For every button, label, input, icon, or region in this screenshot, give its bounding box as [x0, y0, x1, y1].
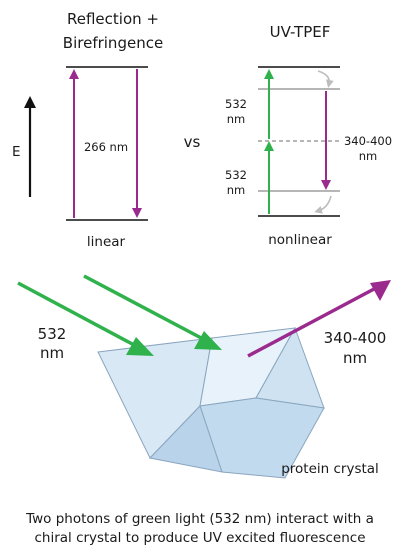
- left-transition-label: 266 nm: [84, 140, 128, 154]
- right-energy-panel: UV-TPEF 532 nm 532 nm 340-400 nm nonline…: [225, 23, 392, 248]
- incoming-label-value: 532: [38, 325, 67, 343]
- right-lower-relaxation-arrow: [314, 195, 332, 214]
- left-energy-panel: Reflection + Birefringence E 266 nm line…: [12, 10, 163, 250]
- outgoing-label-unit: nm: [343, 349, 367, 367]
- incoming-beam-1-head: [126, 337, 154, 356]
- energy-axis-label: E: [12, 144, 21, 160]
- incoming-label-unit: nm: [40, 344, 64, 362]
- right-upper-photon-unit: nm: [227, 112, 246, 126]
- right-lower-photon-unit: nm: [227, 183, 246, 197]
- versus-label: vs: [184, 133, 201, 151]
- left-caption: linear: [87, 234, 126, 250]
- protein-crystal-shape: [97, 326, 325, 479]
- outgoing-beam: [247, 287, 375, 358]
- caption-line-1: Two photons of green light (532 nm) inte…: [25, 511, 374, 527]
- outgoing-label-value: 340-400: [324, 329, 387, 347]
- left-title-line1: Reflection +: [67, 10, 159, 28]
- right-emission-unit: nm: [359, 149, 378, 163]
- right-upper-photon-value: 532: [225, 97, 247, 111]
- crystal-label: protein crystal: [281, 461, 379, 477]
- incoming-beam-1: [17, 281, 137, 348]
- right-title: UV-TPEF: [270, 23, 331, 41]
- left-title-line2: Birefringence: [63, 34, 163, 52]
- right-caption: nonlinear: [268, 232, 332, 248]
- incoming-beam-2-head: [194, 331, 222, 350]
- incoming-beam-2: [83, 274, 206, 342]
- caption-line-2: chiral crystal to produce UV excited flu…: [34, 530, 365, 546]
- outgoing-beam-head: [370, 280, 391, 301]
- figure-caption: Two photons of green light (532 nm) inte…: [25, 511, 374, 546]
- right-upper-relaxation-arrow: [317, 70, 334, 88]
- right-emission-value: 340-400: [344, 134, 392, 148]
- crystal-scene: 532 nm 340-400 nm protein crystal: [17, 274, 391, 479]
- right-lower-photon-value: 532: [225, 168, 247, 182]
